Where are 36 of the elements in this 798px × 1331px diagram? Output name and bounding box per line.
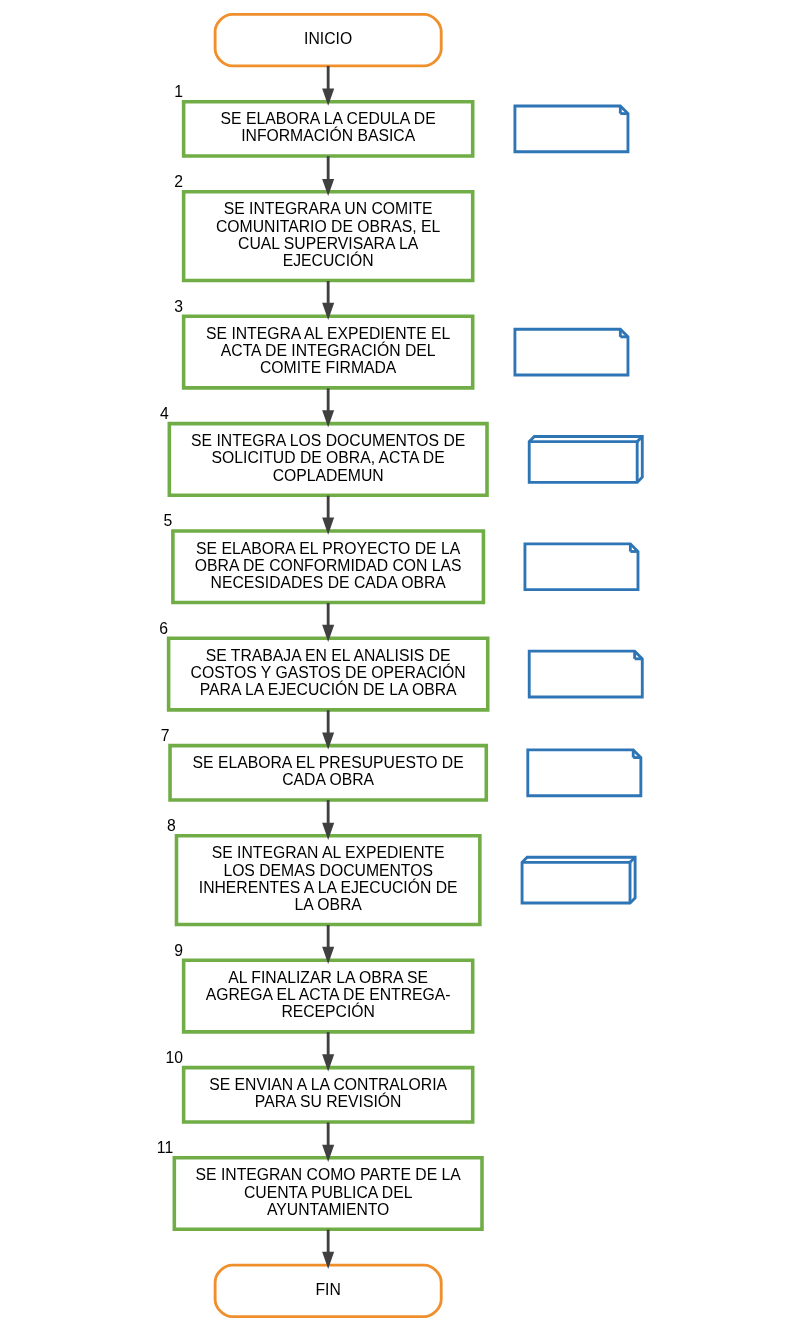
node-box: SE INTEGRA LOS DOCUMENTOS DE SOLICITUD DE OBRA, ACTA DE COPLADEMUN: [167, 421, 489, 497]
node-label: 9: [174, 941, 183, 959]
arrow: [322, 65, 335, 106]
node-box: SE INTEGRARA UN COMITE COMUNITARIO DE OBRAS, EL CUAL SUPERVISARA LA EJECUCIÓN: [181, 190, 475, 283]
arrow: [322, 1122, 335, 1162]
arrow: [322, 388, 335, 428]
node-label: 11: [156, 1139, 174, 1157]
node-label: 7: [160, 727, 170, 745]
arrow: [322, 495, 335, 535]
arrow: [322, 603, 335, 642]
node-box: FIN: [213, 1263, 443, 1319]
node-label: 6: [159, 619, 168, 637]
node-box: SE ENVIAN A LA CONTRALORIA PARA SU REVISIÓN: [181, 1065, 475, 1124]
arrow: [322, 1229, 335, 1269]
arrow: [322, 1032, 335, 1072]
node-label: 10: [165, 1049, 184, 1067]
node-box: SE INTEGRA AL EXPEDIENTE EL ACTA DE INTEGRACIÓN DEL COMITE FIRMADA: [181, 314, 475, 390]
arrow: [322, 710, 335, 750]
node-label: 2: [174, 173, 183, 191]
arrow: [322, 156, 335, 197]
node-box: SE ELABORA EL PRESUPUESTO DE CADA OBRA: [168, 743, 489, 802]
node-box: AL FINALIZAR LA OBRA SE AGREGA EL ACTA DE ENTREGA-RECEPCIÓN: [181, 958, 475, 1034]
node-label: 8: [167, 817, 176, 835]
node-box: SE TRABAJA EN EL ANALISIS DE COSTOS Y GASTOS DE OPERACIÓN PARA LA EJECUCIÓN DE LA OBRA: [166, 636, 490, 712]
node-label: 4: [159, 405, 169, 423]
node-box: INICIO: [213, 12, 443, 68]
node-label: 5: [163, 512, 173, 530]
node-box: SE INTEGRAN COMO PARTE DE LA CUENTA PUBLICA DEL AYUNTAMIENTO: [172, 1156, 484, 1232]
arrow: [322, 800, 335, 841]
arrow: [322, 281, 335, 320]
node-box: SE ELABORA LA CEDULA DE INFORMACIÓN BASICA: [181, 99, 475, 158]
node-label: 3: [174, 297, 183, 315]
node-box: SE INTEGRAN AL EXPEDIENTE LOS DEMAS DOCUMENTOS INHERENTES A LA EJECUCIÓN DE LA OBRA: [174, 834, 482, 927]
arrow: [322, 925, 335, 964]
node-box: SE ELABORA EL PROYECTO DE LA OBRA DE CONFORMIDAD CON LAS NECESIDADES DE CADA OBRA: [171, 529, 486, 605]
node-label: 1: [174, 83, 183, 101]
